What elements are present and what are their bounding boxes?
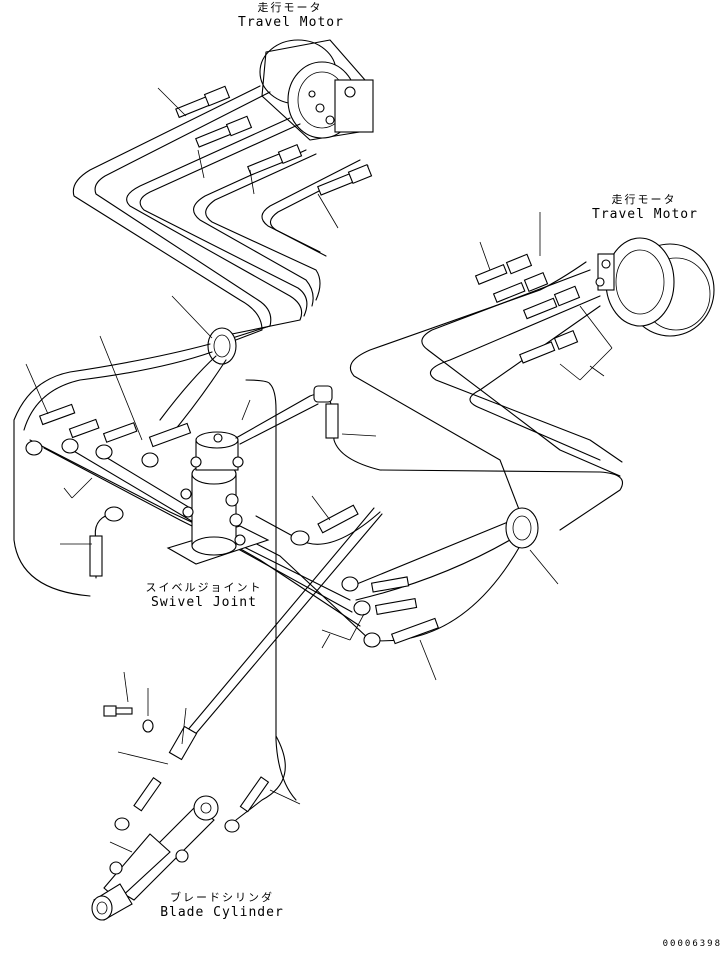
travel-motor-right-jp: 走行モータ [611,193,677,206]
label-swivel-joint: スイベルジョイント Swivel Joint [144,580,264,610]
blade-cylinder-jp: ブレードシリンダ [170,891,274,904]
hose-clamp-right [505,507,539,549]
swivel-joint-en: Swivel Joint [151,595,257,610]
label-travel-motor-top: 走行モータ Travel Motor [238,0,344,30]
travel-motor-right-en: Travel Motor [592,207,698,222]
frame-outline [245,379,297,801]
hoses-right [349,261,623,642]
fittings-left [25,403,192,579]
hose-clamp-top [207,327,237,365]
leader-lines [25,87,613,853]
blade-cylinder [91,795,240,921]
blade-cylinder-en: Blade Cylinder [160,905,284,920]
hoses-top [72,85,369,347]
bolt-washer [103,705,154,733]
swivel-joint-jp: スイベルジョイント [145,581,263,594]
fittings-right [341,253,581,648]
label-blade-cylinder: ブレードシリンダ Blade Cylinder [160,890,284,920]
label-travel-motor-right: 走行モータ Travel Motor [592,192,698,222]
fittings-top [175,85,373,196]
travel-motor-top [259,39,374,141]
travel-motor-top-jp: 走行モータ [257,1,323,14]
drawing-code: 00006398 [662,939,722,949]
blade-hoses [133,507,383,821]
travel-motor-right [595,237,715,337]
swivel-hoses [235,385,624,546]
swivel-joint-assembly [166,431,270,565]
travel-motor-top-en: Travel Motor [238,15,344,30]
